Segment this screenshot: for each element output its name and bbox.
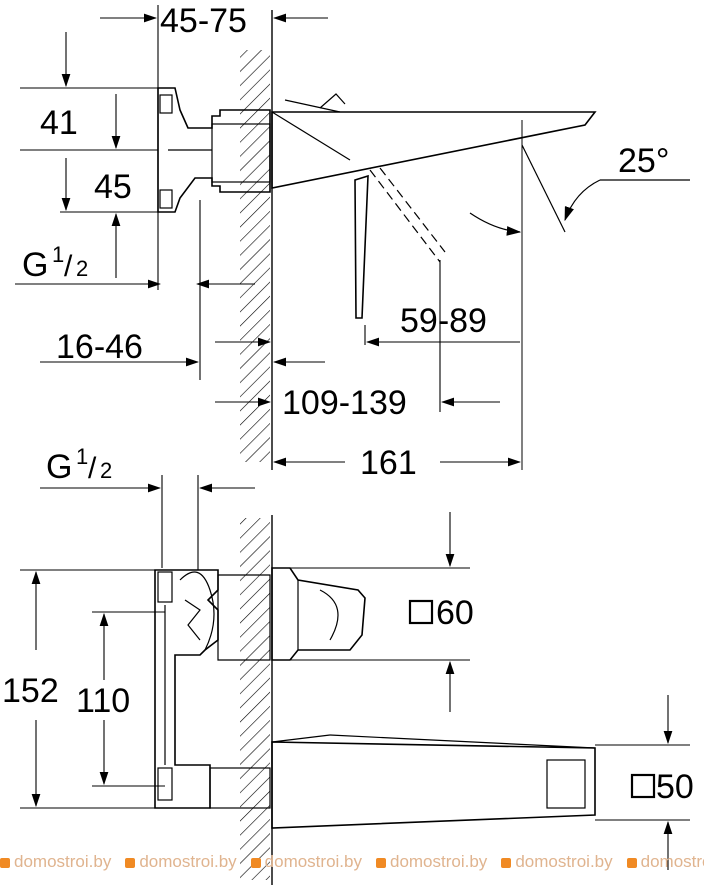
dimension-lines-bottom (20, 475, 690, 870)
dim-mount-range: 109-139 (282, 384, 407, 422)
thread-label-top: G 1 / 2 (22, 242, 88, 284)
dimension-lines-top (15, 5, 522, 467)
handle (271, 567, 366, 661)
thread-numerator: 1 (76, 444, 88, 469)
watermark-text: domostroi.by (626, 852, 704, 872)
watermark-label: domostroi.by (640, 852, 704, 871)
watermark-label: domostroi.by (515, 852, 613, 871)
watermark-logo-icon (125, 857, 136, 868)
square-symbol-60 (408, 599, 434, 625)
wall-hatch-bottom (240, 518, 270, 880)
thread-denominator: 2 (100, 458, 112, 483)
dim-spout-reach: 59-89 (400, 302, 487, 340)
thread-label-bottom: G 1 / 2 (46, 444, 112, 486)
side-view (157, 10, 690, 470)
dim-body-square: 60 (436, 594, 474, 632)
spout (271, 111, 597, 189)
thread-numerator: 1 (52, 242, 64, 267)
dim-mid-height: 45 (94, 168, 132, 206)
mixer-connector (211, 123, 271, 183)
watermark-text: domostroi.by (501, 852, 613, 872)
watermark-logo-icon (501, 857, 512, 868)
watermark-label: domostroi.by (264, 852, 362, 871)
watermark-logo-icon (626, 857, 637, 868)
watermark-logo-icon (250, 857, 261, 868)
dim-wall-range: 45-75 (160, 2, 247, 40)
watermark-logo-icon (0, 857, 10, 868)
watermark-text: domostroi.by (375, 852, 488, 872)
thread-letter: G (46, 448, 72, 486)
watermark-label: domostroi.by (139, 852, 237, 871)
dim-wall-thickness: 16-46 (56, 328, 143, 366)
watermark-text: domostroi.by (0, 852, 111, 872)
spout-connector (209, 767, 271, 809)
dim-spout-square: 50 (656, 768, 694, 806)
watermark-text: domostroi.by (250, 852, 362, 872)
dim-top-height: 41 (40, 104, 78, 142)
dim-total-height: 152 (2, 672, 59, 710)
mixer-body (157, 87, 271, 213)
watermark-label: domostroi.by (389, 852, 488, 871)
handle-connector (217, 574, 271, 661)
wall-hatch-top (240, 50, 270, 462)
front-view (154, 515, 596, 885)
watermark-text: domostroi.by (125, 852, 237, 872)
thread-denominator: 2 (76, 256, 88, 281)
thread-letter: G (22, 246, 48, 284)
thread-slash: / (88, 452, 97, 485)
dim-angle: 25° (618, 142, 669, 180)
watermark-label: domostroi.by (14, 852, 112, 871)
watermark-logo-icon (375, 857, 386, 868)
dim-total-reach: 161 (360, 444, 417, 482)
dim-center-distance: 110 (76, 682, 130, 720)
watermark-strip: domostroi.by domostroi.by domostroi.by domo… (0, 852, 704, 884)
square-symbol-50 (630, 773, 656, 799)
lever (354, 174, 369, 319)
thread-slash: / (64, 250, 73, 283)
spout-front (271, 741, 596, 829)
